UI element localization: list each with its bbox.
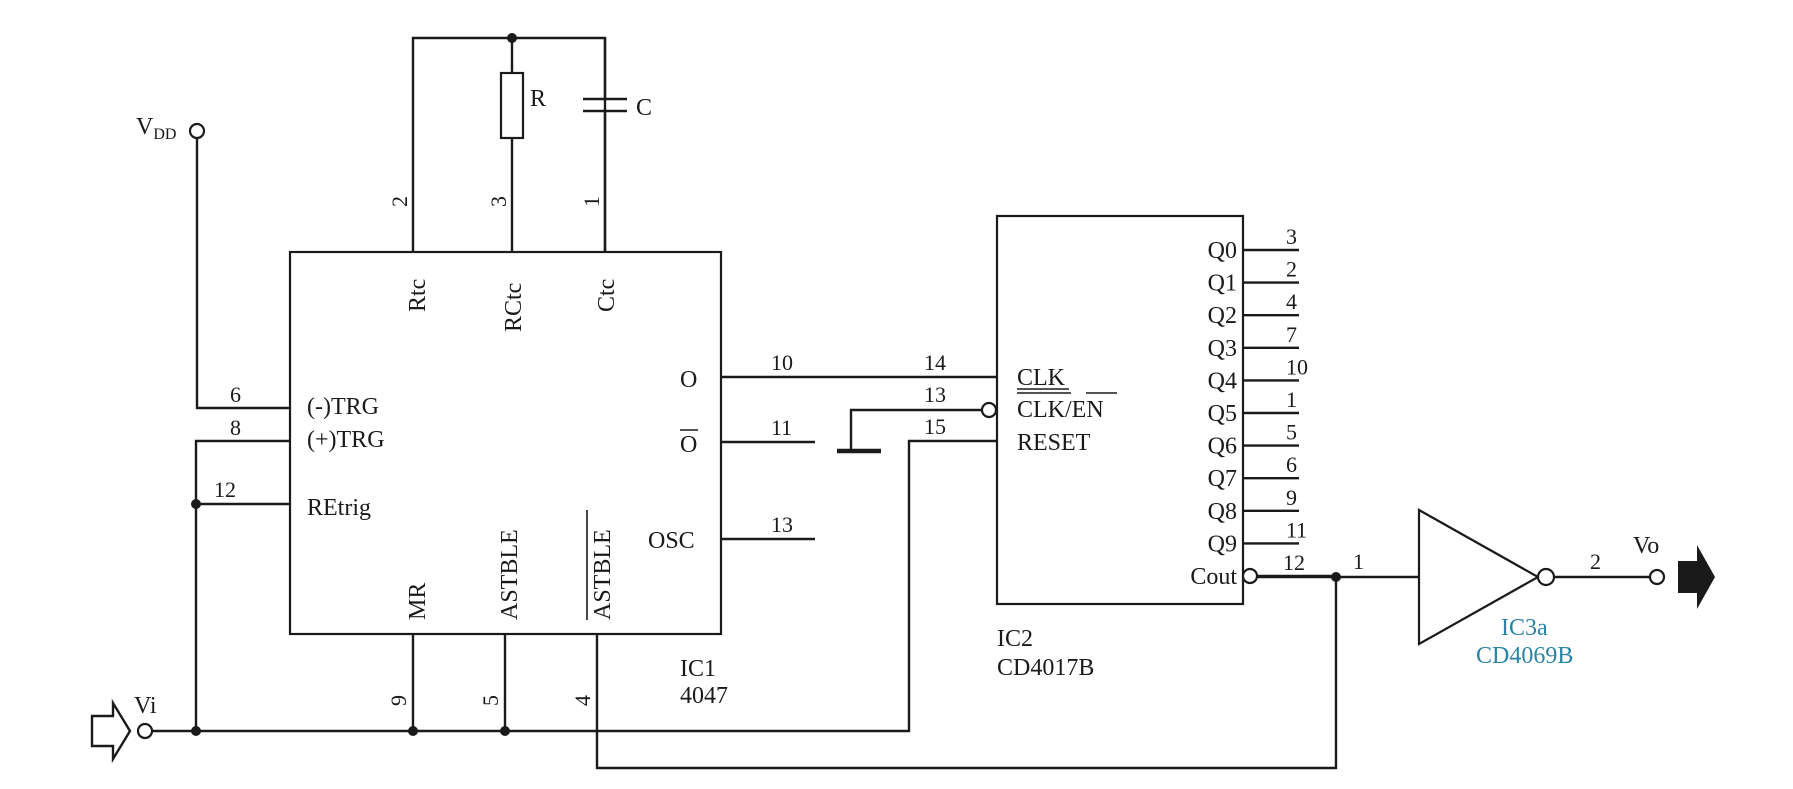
ic1-pin-num-osc: 13 [771, 512, 793, 537]
ic2-pin-q9: Q9 [1208, 531, 1237, 557]
ic2-pin-q6: Q6 [1208, 434, 1237, 460]
ic2-pin-q2: Q2 [1208, 303, 1237, 329]
ic2-pin-num-q8: 9 [1286, 485, 1297, 510]
ic2-pin-cout: Cout [1190, 564, 1237, 590]
ic1-pin-num-o: 10 [771, 350, 793, 375]
ic1-pin-o: O [680, 367, 697, 393]
ic3-part: CD4069B [1476, 643, 1573, 669]
ic3-name: IC3a [1501, 615, 1548, 641]
resistor-label: R [530, 86, 546, 112]
ic2-pin-num-cout: 12 [1283, 550, 1305, 575]
ic1-pin-num-ntrg: 6 [230, 382, 241, 407]
ic2-pin-num-q5: 1 [1286, 387, 1297, 412]
ic2-pin-q0: Q0 [1208, 238, 1237, 264]
ic2-pin-num-q2: 4 [1286, 289, 1297, 314]
rc-network: R C 2 3 1 [387, 33, 652, 252]
ic2-pin-q1: Q1 [1208, 271, 1237, 297]
ic1-pin-num-rtc: 2 [387, 196, 412, 207]
ic1-pin-rtc: Rtc [405, 279, 431, 312]
ic1-pin-num-ptrg: 8 [230, 415, 241, 440]
ic2-pin-num-clken: 13 [924, 382, 946, 407]
vdd-terminal [188, 122, 206, 140]
clk-en-bubble [980, 401, 998, 419]
ic2-pin-clken: CLK/EN [1017, 397, 1104, 423]
ic2-pin-q3: Q3 [1208, 336, 1237, 362]
ic1-pin-astble: ASTBLE [497, 529, 523, 620]
ic2-pin-num-q6: 5 [1286, 420, 1297, 445]
ic2-pin-clk: CLK [1017, 365, 1066, 391]
ic1-pin-num-o-bar: 11 [771, 415, 792, 440]
ic1-pin-ntrg: (-)TRG [307, 394, 379, 420]
ic2-pin-num-q1: 2 [1286, 257, 1297, 282]
vi-terminal [136, 722, 154, 740]
ic2-pin-q4: Q4 [1208, 368, 1237, 394]
ic2-pin-q5: Q5 [1208, 401, 1237, 427]
inverter-triangle [1417, 508, 1541, 646]
ic2-pin-num-q3: 7 [1286, 322, 1297, 347]
ic1-pin-num-rctc: 3 [486, 196, 511, 207]
ic2-pin-num-q9: 11 [1286, 517, 1307, 542]
vo-output-arrow-icon [1678, 545, 1715, 609]
ic1-pin-astble-bar: ASTBLE [590, 529, 616, 620]
vo-terminal [1648, 568, 1666, 586]
ic2-pin-num-clk: 14 [924, 350, 946, 375]
ic1-name: IC1 [680, 656, 716, 682]
ic1-pin-num-astble: 5 [478, 695, 503, 706]
ic1-pin-num-mr: 9 [386, 695, 411, 706]
ic2-name: IC2 [997, 626, 1033, 652]
ic1-part: 4047 [680, 683, 728, 709]
ic1-pin-num-astble-bar: 4 [570, 695, 595, 706]
ic2-pin-num-q4: 10 [1286, 354, 1308, 379]
ic2-pin-reset: RESET [1017, 430, 1091, 456]
ic2-pin-num-q0: 3 [1286, 224, 1297, 249]
ic1-pin-retrig: REtrig [307, 495, 371, 521]
ic2-chip: 14 CLK 13 CLK/EN 15 RESET IC2 CD4017B Q0… [837, 214, 1336, 681]
ic1-body [288, 250, 723, 636]
vi-input-arrow-icon [90, 698, 132, 764]
ic1-pin-ctc: Ctc [594, 279, 620, 312]
ic1-pin-mr: MR [405, 583, 431, 620]
ic2-pin-num-q7: 6 [1286, 452, 1297, 477]
ic1-pin-num-retrig: 12 [214, 477, 236, 502]
cout-bubble [1241, 567, 1259, 585]
inverter-bubble [1536, 567, 1556, 587]
ic2-pin-num-reset: 15 [924, 414, 946, 439]
ic2-pin-q7: Q7 [1208, 466, 1237, 492]
ic1-pin-ptrg: (+)TRG [307, 427, 385, 453]
input-network: VDD 6 8 12 Vi [90, 114, 997, 764]
ic1-chip: Rtc RCtc Ctc (-)TRG (+)TRG REtrig O O OS… [288, 250, 1338, 770]
ic1-pin-num-ctc: 1 [579, 196, 604, 207]
ic1-pin-osc: OSC [648, 528, 695, 554]
ic3-pin-num-in: 1 [1353, 549, 1364, 574]
resistor-r [499, 71, 525, 140]
vo-label: Vo [1633, 533, 1659, 559]
vi-label: Vi [134, 693, 157, 719]
vdd-label: VDD [136, 114, 176, 143]
ic2-body [995, 214, 1245, 606]
ic3-inverter: 1 2 Vo IC3a CD4069B [1258, 508, 1715, 669]
ic1-pin-rctc: RCtc [501, 283, 527, 332]
capacitor-label: C [636, 95, 652, 121]
ic3-pin-num-out: 2 [1590, 549, 1601, 574]
ic1-pin-o-bar: O [680, 432, 697, 458]
ic2-part: CD4017B [997, 655, 1094, 681]
ic2-pin-q8: Q8 [1208, 499, 1237, 525]
